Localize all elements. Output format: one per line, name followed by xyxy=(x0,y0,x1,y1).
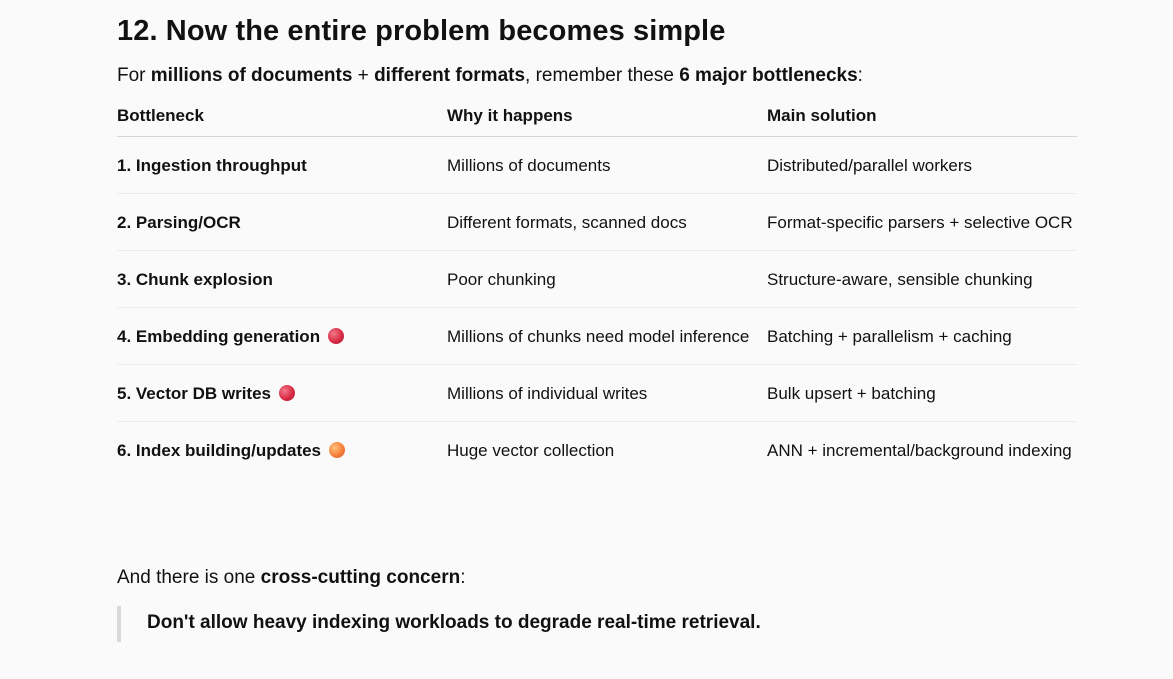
solution-cell: Distributed/parallel workers xyxy=(767,136,1077,194)
bottleneck-cell: 3. Chunk explosion xyxy=(117,250,447,308)
content: 12. Now the entire problem becomes simpl… xyxy=(117,0,1077,642)
table-row: 5. Vector DB writes Millions of individu… xyxy=(117,364,1077,422)
table-header-row: Bottleneck Why it happens Main solution xyxy=(117,96,1077,137)
table-row: 6. Index building/updates Huge vector co… xyxy=(117,422,1077,479)
concern-paragraph: And there is one cross-cutting concern: xyxy=(117,564,465,592)
bottleneck-label: 4. Embedding generation xyxy=(117,327,321,346)
red-circle-icon xyxy=(328,328,345,344)
intro-paragraph: For millions of documents + different fo… xyxy=(117,64,863,88)
column-header-bottleneck: Bottleneck xyxy=(117,96,447,137)
table-row: 1. Ingestion throughput Millions of docu… xyxy=(117,136,1077,194)
bottleneck-cell: 2. Parsing/OCR xyxy=(117,193,447,251)
bottleneck-table: Bottleneck Why it happens Main solution … xyxy=(117,96,1077,478)
orange-circle-icon xyxy=(329,442,346,458)
bottleneck-cell: 5. Vector DB writes xyxy=(117,364,447,422)
bottleneck-label: 6. Index building/updates xyxy=(117,441,322,460)
concern-bold: cross-cutting concern xyxy=(260,567,461,588)
red-circle-icon xyxy=(279,385,296,401)
table-row: 2. Parsing/OCR Different formats, scanne… xyxy=(117,193,1077,251)
column-header-solution: Main solution xyxy=(767,96,1077,137)
solution-cell: Batching + parallelism + caching xyxy=(767,307,1077,365)
bottleneck-cell: 4. Embedding generation xyxy=(117,307,447,365)
why-cell: Huge vector collection xyxy=(447,441,615,460)
why-cell: Millions of chunks need model inference xyxy=(447,307,767,365)
solution-cell: ANN + incremental/background indexing xyxy=(767,441,1072,460)
intro-bold-2: different formats xyxy=(374,65,526,86)
intro-text-2: + xyxy=(352,65,375,86)
solution-cell: Structure-aware, sensible chunking xyxy=(767,250,1077,308)
bottleneck-label: 5. Vector DB writes xyxy=(117,384,272,403)
column-header-why: Why it happens xyxy=(447,96,767,137)
table-row: 4. Embedding generation Millions of chun… xyxy=(117,307,1077,365)
intro-text-1: For xyxy=(117,65,151,86)
blockquote: Don't allow heavy indexing workloads to … xyxy=(117,606,761,642)
intro-bold-3: 6 major bottlenecks xyxy=(679,65,858,86)
solution-cell: Bulk upsert + batching xyxy=(767,364,1077,422)
bottleneck-label: 1. Ingestion throughput xyxy=(117,156,307,175)
why-cell: Different formats, scanned docs xyxy=(447,193,767,251)
section-heading: 12. Now the entire problem becomes simpl… xyxy=(117,15,726,47)
why-cell: Millions of documents xyxy=(447,136,767,194)
table-row: 3. Chunk explosion Poor chunking Structu… xyxy=(117,250,1077,308)
intro-text-3: , remember these xyxy=(525,65,680,86)
bottleneck-cell: 6. Index building/updates xyxy=(117,422,447,479)
concern-text-1: And there is one xyxy=(117,567,261,588)
intro-bold-1: millions of documents xyxy=(150,65,353,86)
intro-text-4: : xyxy=(857,65,863,86)
solution-cell: Format-specific parsers + selective OCR xyxy=(767,193,1077,251)
bottleneck-cell: 1. Ingestion throughput xyxy=(117,136,447,194)
bottleneck-label: 2. Parsing/OCR xyxy=(117,213,241,232)
bottleneck-label: 3. Chunk explosion xyxy=(117,270,273,289)
concern-text-2: : xyxy=(460,567,466,588)
why-cell: Millions of individual writes xyxy=(447,364,767,422)
blockquote-text: Don't allow heavy indexing workloads to … xyxy=(147,612,761,633)
why-cell: Poor chunking xyxy=(447,250,767,308)
